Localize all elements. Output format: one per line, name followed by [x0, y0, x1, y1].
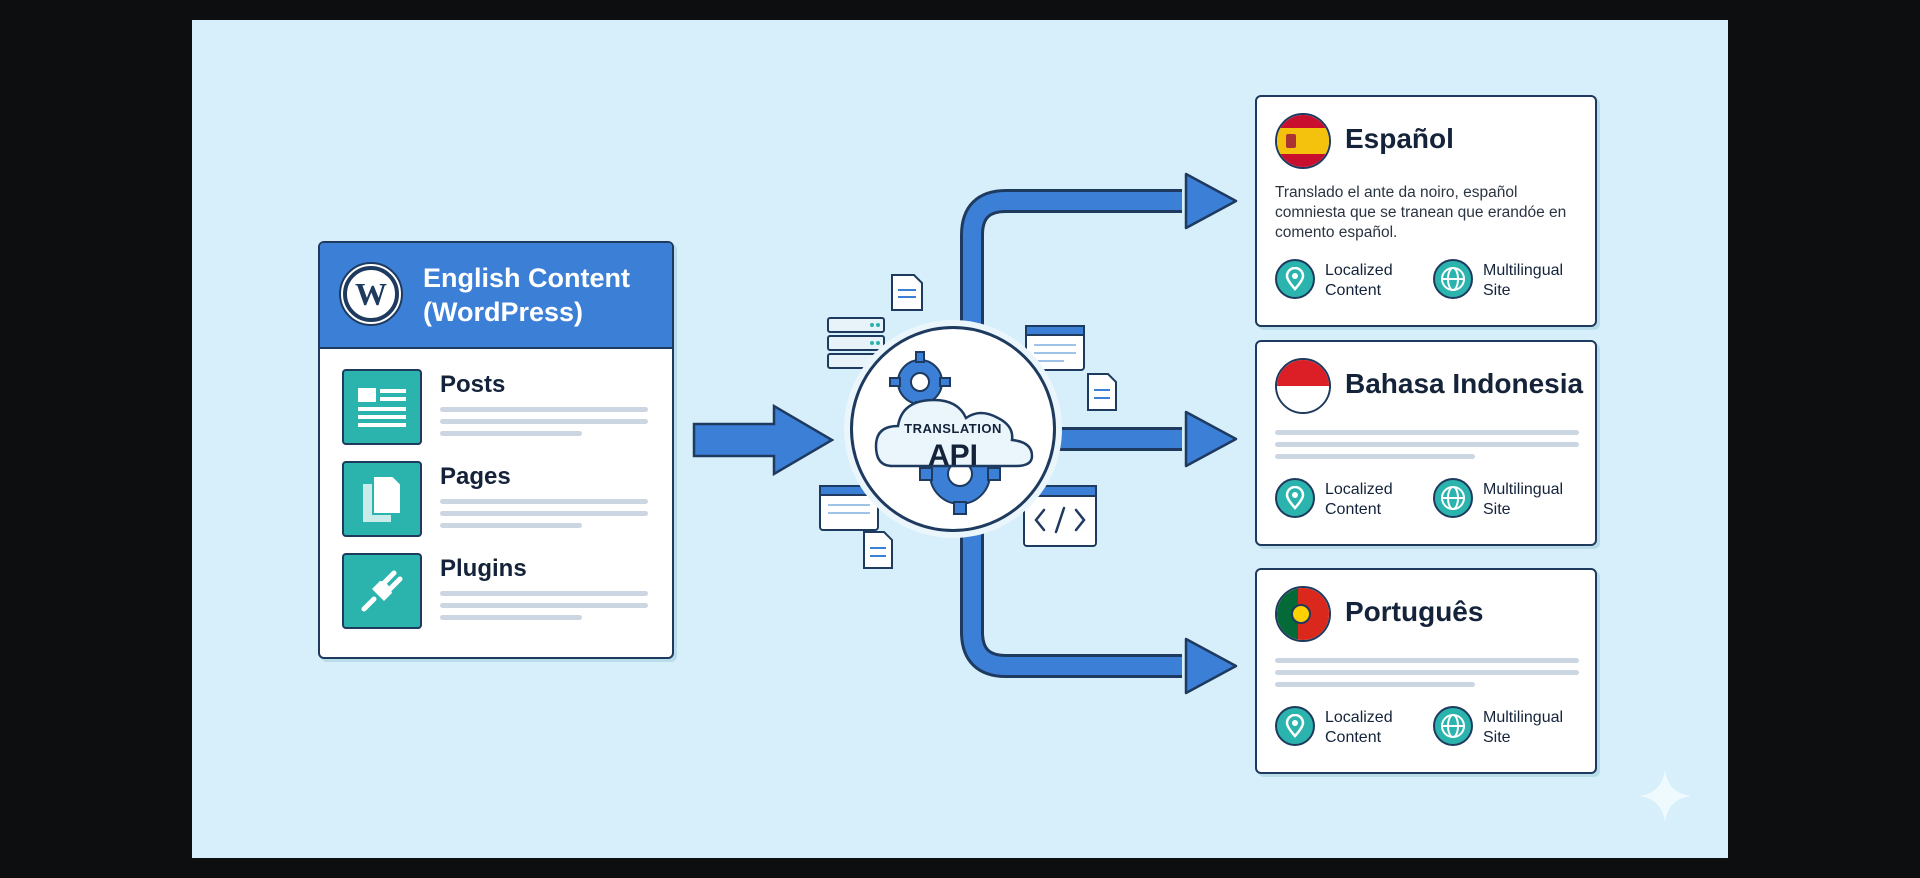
source-item-label: Posts — [440, 371, 506, 398]
localized-content-badge: Localized Content — [1275, 478, 1425, 524]
input-arrow — [692, 403, 835, 477]
sparkle-icon — [1639, 770, 1691, 822]
badge-label: Multilingual Site — [1483, 481, 1564, 518]
text-placeholder-line — [1275, 682, 1475, 687]
source-card-header: W English Content (WordPress) — [320, 243, 672, 349]
text-placeholder-line — [440, 407, 648, 412]
badge-label: Multilingual Site — [1483, 262, 1564, 299]
location-pin-icon — [1275, 478, 1315, 518]
target-card-espanol: Español Translado el ante da noiro, espa… — [1255, 95, 1597, 327]
diagram-canvas: W English Content (WordPress) Posts — [192, 20, 1728, 858]
source-item-label: Pages — [440, 463, 511, 490]
doc-icon-right — [1087, 373, 1117, 411]
text-placeholder-line — [1275, 658, 1579, 663]
spain-flag-icon — [1275, 113, 1331, 169]
indonesia-flag-icon — [1275, 358, 1331, 414]
text-placeholder-line — [1275, 442, 1579, 447]
doc-icon-top — [891, 274, 923, 311]
source-item-posts: Posts — [342, 369, 652, 447]
text-placeholder-line — [440, 431, 582, 436]
target-language-title: Español — [1345, 123, 1454, 154]
translation-api-hub: TRANSLATION API — [850, 326, 1056, 532]
globe-icon — [1433, 478, 1473, 518]
badge-label: Localized Content — [1325, 709, 1393, 746]
api-big-label: API — [927, 439, 978, 472]
text-placeholder-line — [440, 511, 648, 516]
location-pin-icon — [1275, 259, 1315, 299]
pages-icon — [342, 461, 422, 537]
multilingual-site-badge: Multilingual Site — [1433, 478, 1583, 524]
api-small-label: TRANSLATION — [904, 421, 1002, 436]
browser-icon-top — [1025, 325, 1085, 371]
target-language-title: Português — [1345, 596, 1484, 627]
text-placeholder-line — [1275, 454, 1475, 459]
text-placeholder-line — [1275, 430, 1579, 435]
source-item-pages: Pages — [342, 461, 652, 539]
globe-icon — [1433, 706, 1473, 746]
text-placeholder-line — [440, 499, 648, 504]
badge-label: Multilingual Site — [1483, 709, 1564, 746]
svg-text:W: W — [355, 276, 387, 312]
text-placeholder-line — [440, 523, 582, 528]
multilingual-site-badge: Multilingual Site — [1433, 706, 1583, 752]
browser-icon-left — [819, 485, 879, 531]
text-placeholder-line — [440, 615, 582, 620]
text-placeholder-line — [440, 419, 648, 424]
english-content-card: W English Content (WordPress) Posts — [318, 241, 674, 659]
branch-arrows — [960, 189, 1182, 678]
flow-arrows — [692, 172, 1238, 695]
badge-label: Localized Content — [1325, 262, 1393, 299]
plug-icon — [342, 553, 422, 629]
target-description: Translado el ante da noiro, español comn… — [1275, 184, 1567, 241]
text-placeholder-line — [440, 591, 648, 596]
localized-content-badge: Localized Content — [1275, 259, 1425, 305]
server-icon — [827, 317, 885, 369]
arrow-heads — [1184, 172, 1238, 695]
source-item-label: Plugins — [440, 555, 527, 582]
multilingual-site-badge: Multilingual Site — [1433, 259, 1583, 305]
text-placeholder-line — [440, 603, 648, 608]
text-placeholder-line — [1275, 670, 1579, 675]
localized-content-badge: Localized Content — [1275, 706, 1425, 752]
portugal-flag-icon — [1275, 586, 1331, 642]
location-pin-icon — [1275, 706, 1315, 746]
posts-icon — [342, 369, 422, 445]
gear-cloud-icon — [874, 351, 1034, 515]
target-card-portugues: Português Localized Content Multilingual… — [1255, 568, 1597, 774]
doc-icon-bottom — [863, 531, 893, 569]
badge-label: Localized Content — [1325, 481, 1393, 518]
wordpress-logo-icon: W — [339, 262, 403, 326]
source-card-title: English Content (WordPress) — [423, 263, 630, 327]
target-language-title: Bahasa Indonesia — [1345, 368, 1584, 399]
source-item-plugins: Plugins — [342, 553, 652, 631]
target-card-indonesia: Bahasa Indonesia Localized Content Multi… — [1255, 340, 1597, 546]
globe-icon — [1433, 259, 1473, 299]
